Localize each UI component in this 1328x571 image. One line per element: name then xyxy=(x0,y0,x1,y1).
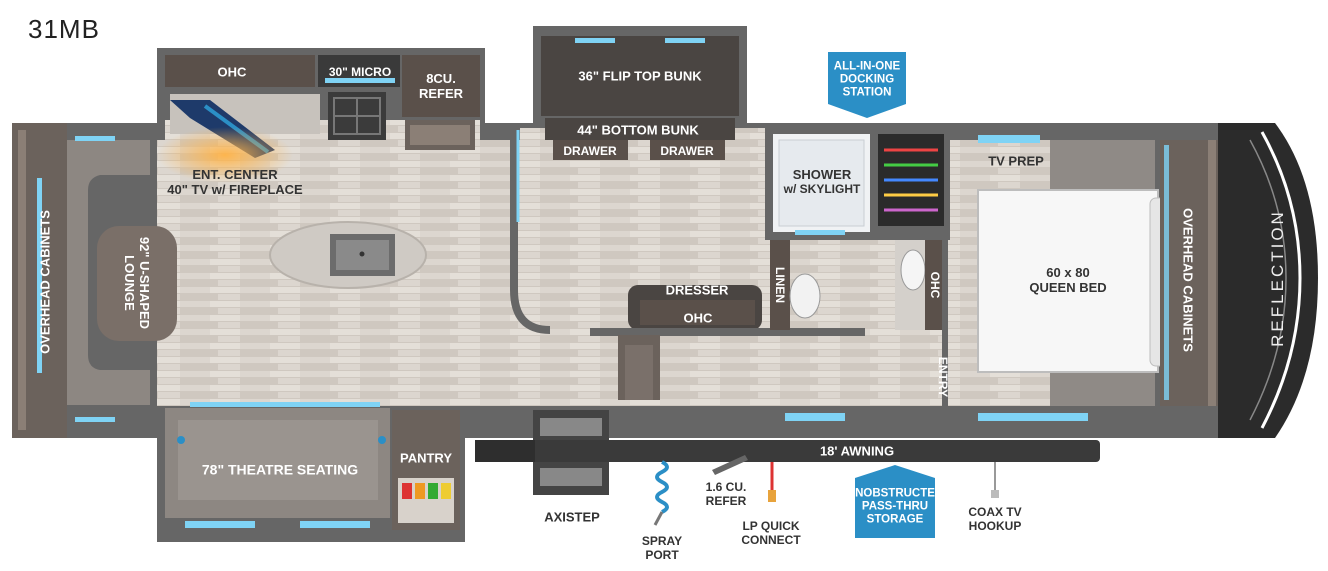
dresser-ohc-label: OHC xyxy=(683,310,713,326)
small-refer-label: 1.6 CU. REFER xyxy=(705,480,747,508)
kitchen-ohc-label: OHC xyxy=(217,64,247,80)
coax-tv-label: COAX TV HOOKUP xyxy=(968,505,1022,533)
lp-quick-connect-label: LP QUICK CONNECT xyxy=(741,519,801,547)
bunk-partition xyxy=(510,130,551,334)
docking-station-callout: ALL-IN-ONE DOCKING STATION xyxy=(833,60,901,99)
front-cap xyxy=(1218,123,1318,438)
model-number: 31MB xyxy=(28,14,100,44)
lounge-cushion xyxy=(97,226,177,341)
drawer-right-label: DRAWER xyxy=(660,144,714,158)
small-refer-marker xyxy=(712,455,748,475)
drawer-left-unit xyxy=(553,140,628,160)
spray-port-label: SPRAY PORT xyxy=(641,534,683,562)
linen-cabinet xyxy=(770,240,790,330)
overhead-cabinets-right-label: OVERHEAD CABINETS xyxy=(1180,208,1196,352)
toilet xyxy=(789,273,821,319)
entry-label: ENTRY xyxy=(936,356,950,398)
spray-port-hose xyxy=(655,460,669,514)
bath-ohc xyxy=(925,240,945,330)
storage-callout: UNOBSTRUCTED PASS-THRU STORAGE xyxy=(846,487,944,526)
awning xyxy=(475,440,1100,462)
bath-sink xyxy=(900,249,926,291)
flip-top-bunk xyxy=(541,36,739,116)
linen-label: LINEN xyxy=(773,267,787,303)
drawer-left-label: DRAWER xyxy=(563,144,617,158)
bath-ohc-label: OHC xyxy=(928,271,942,299)
dresser-label: DRESSER xyxy=(665,282,729,298)
refer-label: 8CU. REFER xyxy=(418,71,464,101)
shower-label: SHOWER w/ SKYLIGHT xyxy=(783,167,861,196)
drawer-right-unit xyxy=(650,140,725,160)
lounge-label: 92" U-SHAPED LOUNGE xyxy=(122,236,152,330)
bottom-bunk-label: 44" BOTTOM BUNK xyxy=(577,122,699,138)
awning-label: 18' AWNING xyxy=(819,443,895,459)
interior-wall xyxy=(590,328,865,336)
pantry-label: PANTRY xyxy=(400,450,452,466)
docking-station-callout-shape xyxy=(828,52,906,118)
kitchen-ohc-cabinet xyxy=(165,55,315,87)
flip-top-bunk-label: 36" FLIP TOP BUNK xyxy=(578,68,702,84)
queen-bed-label: 60 x 80 QUEEN BED xyxy=(1029,265,1107,295)
brand-logo-text: REFLECTION xyxy=(1268,209,1287,347)
u-shaped-lounge xyxy=(67,140,150,405)
overhead-cabinets-left-label: OVERHEAD CABINETS xyxy=(37,210,53,354)
storage-callout-shape xyxy=(855,465,935,538)
micro-label: 30" MICRO xyxy=(328,65,392,79)
ent-center-label: ENT. CENTER 40" TV w/ FIREPLACE xyxy=(167,167,303,197)
axistep-label: AXISTEP xyxy=(544,509,600,525)
bottom-bunk xyxy=(545,118,735,140)
refer-cabinet xyxy=(402,55,480,117)
fireplace-glow xyxy=(157,127,293,183)
lounge-led xyxy=(37,178,42,373)
queen-bed xyxy=(977,189,1159,373)
tv-prep-label: TV PREP xyxy=(988,153,1044,169)
theatre-seating-label: 78" THEATRE SEATING xyxy=(201,461,359,478)
